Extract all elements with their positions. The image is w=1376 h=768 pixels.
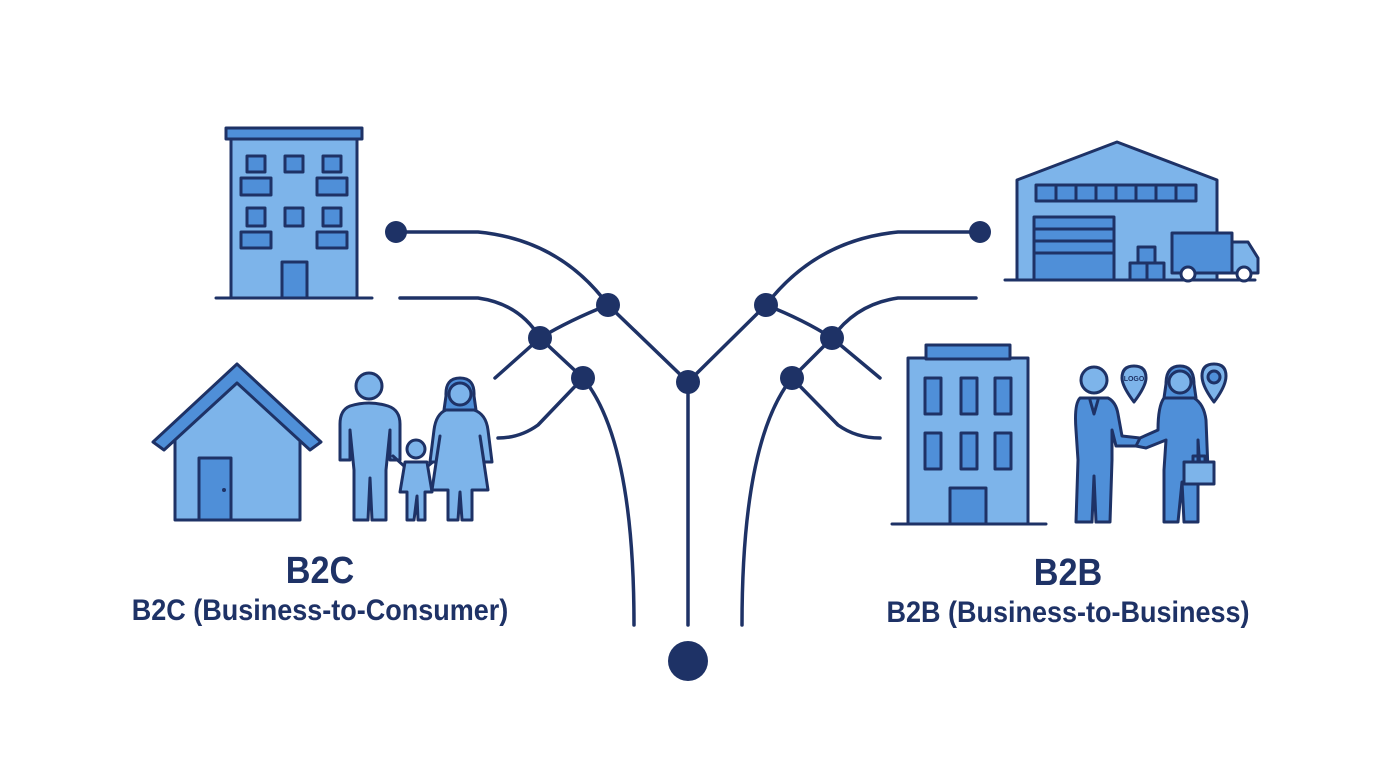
connector-node: [571, 366, 595, 390]
connector-line: [686, 303, 768, 384]
family-icon: [338, 371, 494, 522]
office-building-icon: [890, 343, 1048, 526]
b2b-title: B2B: [1033, 552, 1103, 594]
connector-node: [780, 366, 804, 390]
location-pin-icon: LOGO: [1120, 364, 1148, 404]
pin-logo-text: LOGO: [1124, 376, 1145, 383]
apartment-building-icon: [214, 126, 374, 300]
b2b-subtitle: B2B (Business-to-Business): [886, 596, 1250, 629]
connector-network: [385, 221, 991, 681]
b2c-title: B2C: [285, 550, 355, 592]
delivery-truck-icon: [1170, 231, 1260, 283]
connector-root-node: [668, 641, 708, 681]
connector-line: [496, 376, 585, 440]
connector-node: [969, 221, 991, 243]
connector-node: [820, 326, 844, 350]
warehouse-icon: [1003, 140, 1257, 282]
connector-line: [790, 376, 882, 440]
location-pin-icon: [1200, 362, 1228, 404]
connector-line: [394, 230, 610, 307]
connector-line: [740, 376, 794, 627]
connector-node: [676, 370, 700, 394]
connector-line: [606, 303, 690, 384]
connector-line: [581, 376, 636, 627]
house-icon: [151, 362, 323, 522]
handshake-people-icon: [1074, 364, 1216, 524]
b2c-subtitle: B2C (Business-to-Consumer): [131, 594, 509, 627]
connector-line: [398, 296, 542, 340]
connector-node: [528, 326, 552, 350]
connector-line: [764, 230, 982, 307]
connector-node: [754, 293, 778, 317]
connector-node: [596, 293, 620, 317]
connector-line: [830, 296, 978, 340]
connector-node: [385, 221, 407, 243]
